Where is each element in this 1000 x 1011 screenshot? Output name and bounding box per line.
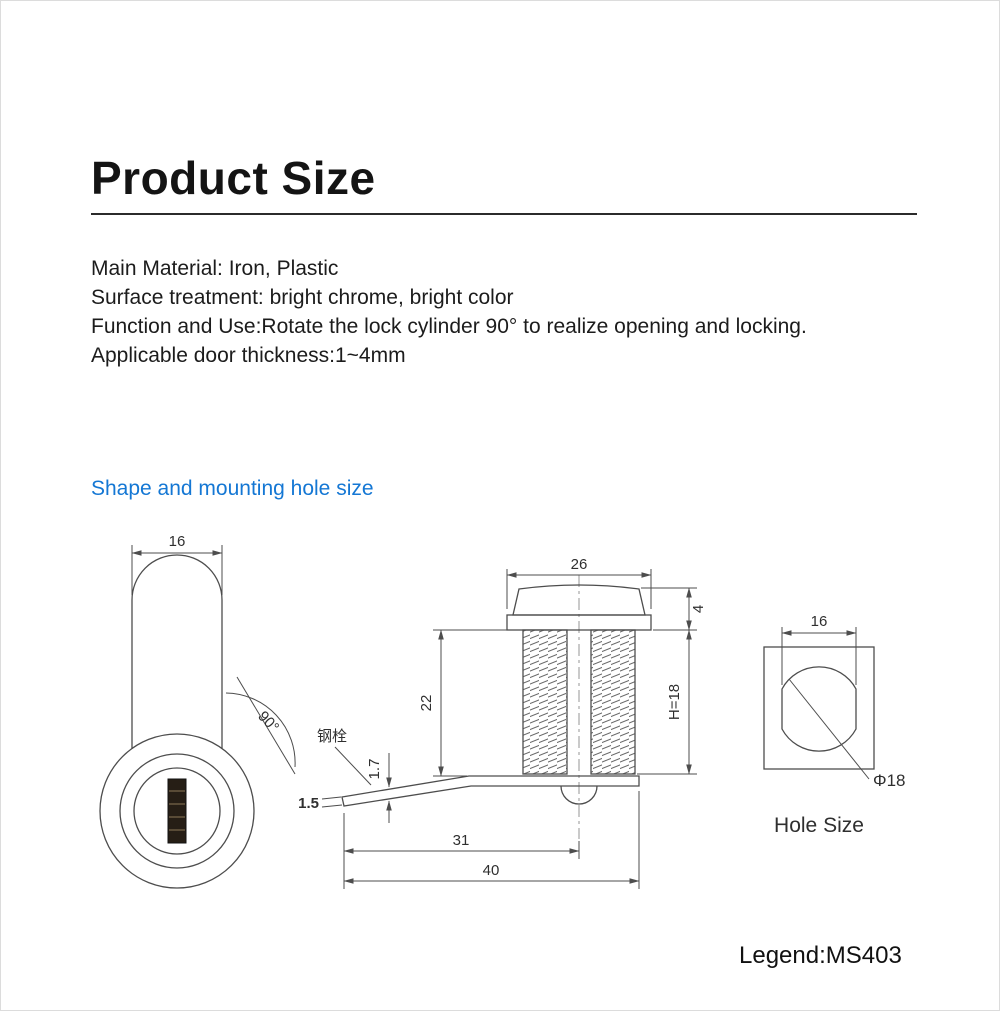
title-divider — [91, 213, 917, 215]
lock-barrel-side-view: 16 90° 1.5 — [99, 533, 343, 889]
section-heading: Shape and mounting hole size — [91, 477, 374, 500]
desc-line-material: Main Material: Iron, Plastic — [91, 257, 339, 280]
dim-body-length: 22 — [418, 695, 435, 712]
dim-cam-length: 40 — [483, 862, 500, 879]
panel-outline — [763, 646, 875, 770]
technical-drawing: 16 90° 1.5 钢栓 — [99, 533, 905, 889]
page-title: Product Size — [91, 152, 376, 204]
hole-size-caption: Hole Size — [774, 814, 864, 837]
lock-body-front-view: 钢栓 1.7 22 26 4 H=18 — [317, 556, 707, 889]
product-description: Main Material: Iron, Plastic Surface tre… — [91, 254, 807, 370]
dim-cam-thickness: 1.7 — [366, 759, 383, 780]
desc-line-surface: Surface treatment: bright chrome, bright… — [91, 286, 514, 309]
dim-hole-flat-width: 16 — [811, 613, 828, 630]
dim-cam-offset: 31 — [453, 832, 470, 849]
dim-thread-length: H=18 — [666, 684, 683, 720]
dim-hole-diameter: Φ18 — [873, 771, 905, 790]
desc-line-thickness: Applicable door thickness:1~4mm — [91, 344, 406, 367]
dim-barrel-width: 16 — [169, 533, 186, 550]
dim-head-height: 4 — [690, 605, 707, 613]
cam-lever — [341, 775, 640, 807]
steel-bolt-label: 钢栓 — [317, 728, 347, 745]
double-d-hole — [781, 666, 857, 752]
desc-line-function: Function and Use:Rotate the lock cylinde… — [91, 315, 807, 338]
keyhole — [167, 778, 187, 844]
dim-head-width: 26 — [571, 556, 588, 573]
mounting-hole-view: 16 Φ18 Hole Size — [763, 613, 905, 837]
legend-model-number: Legend:MS403 — [739, 942, 902, 969]
dim-cam-tip-thickness: 1.5 — [298, 795, 319, 812]
